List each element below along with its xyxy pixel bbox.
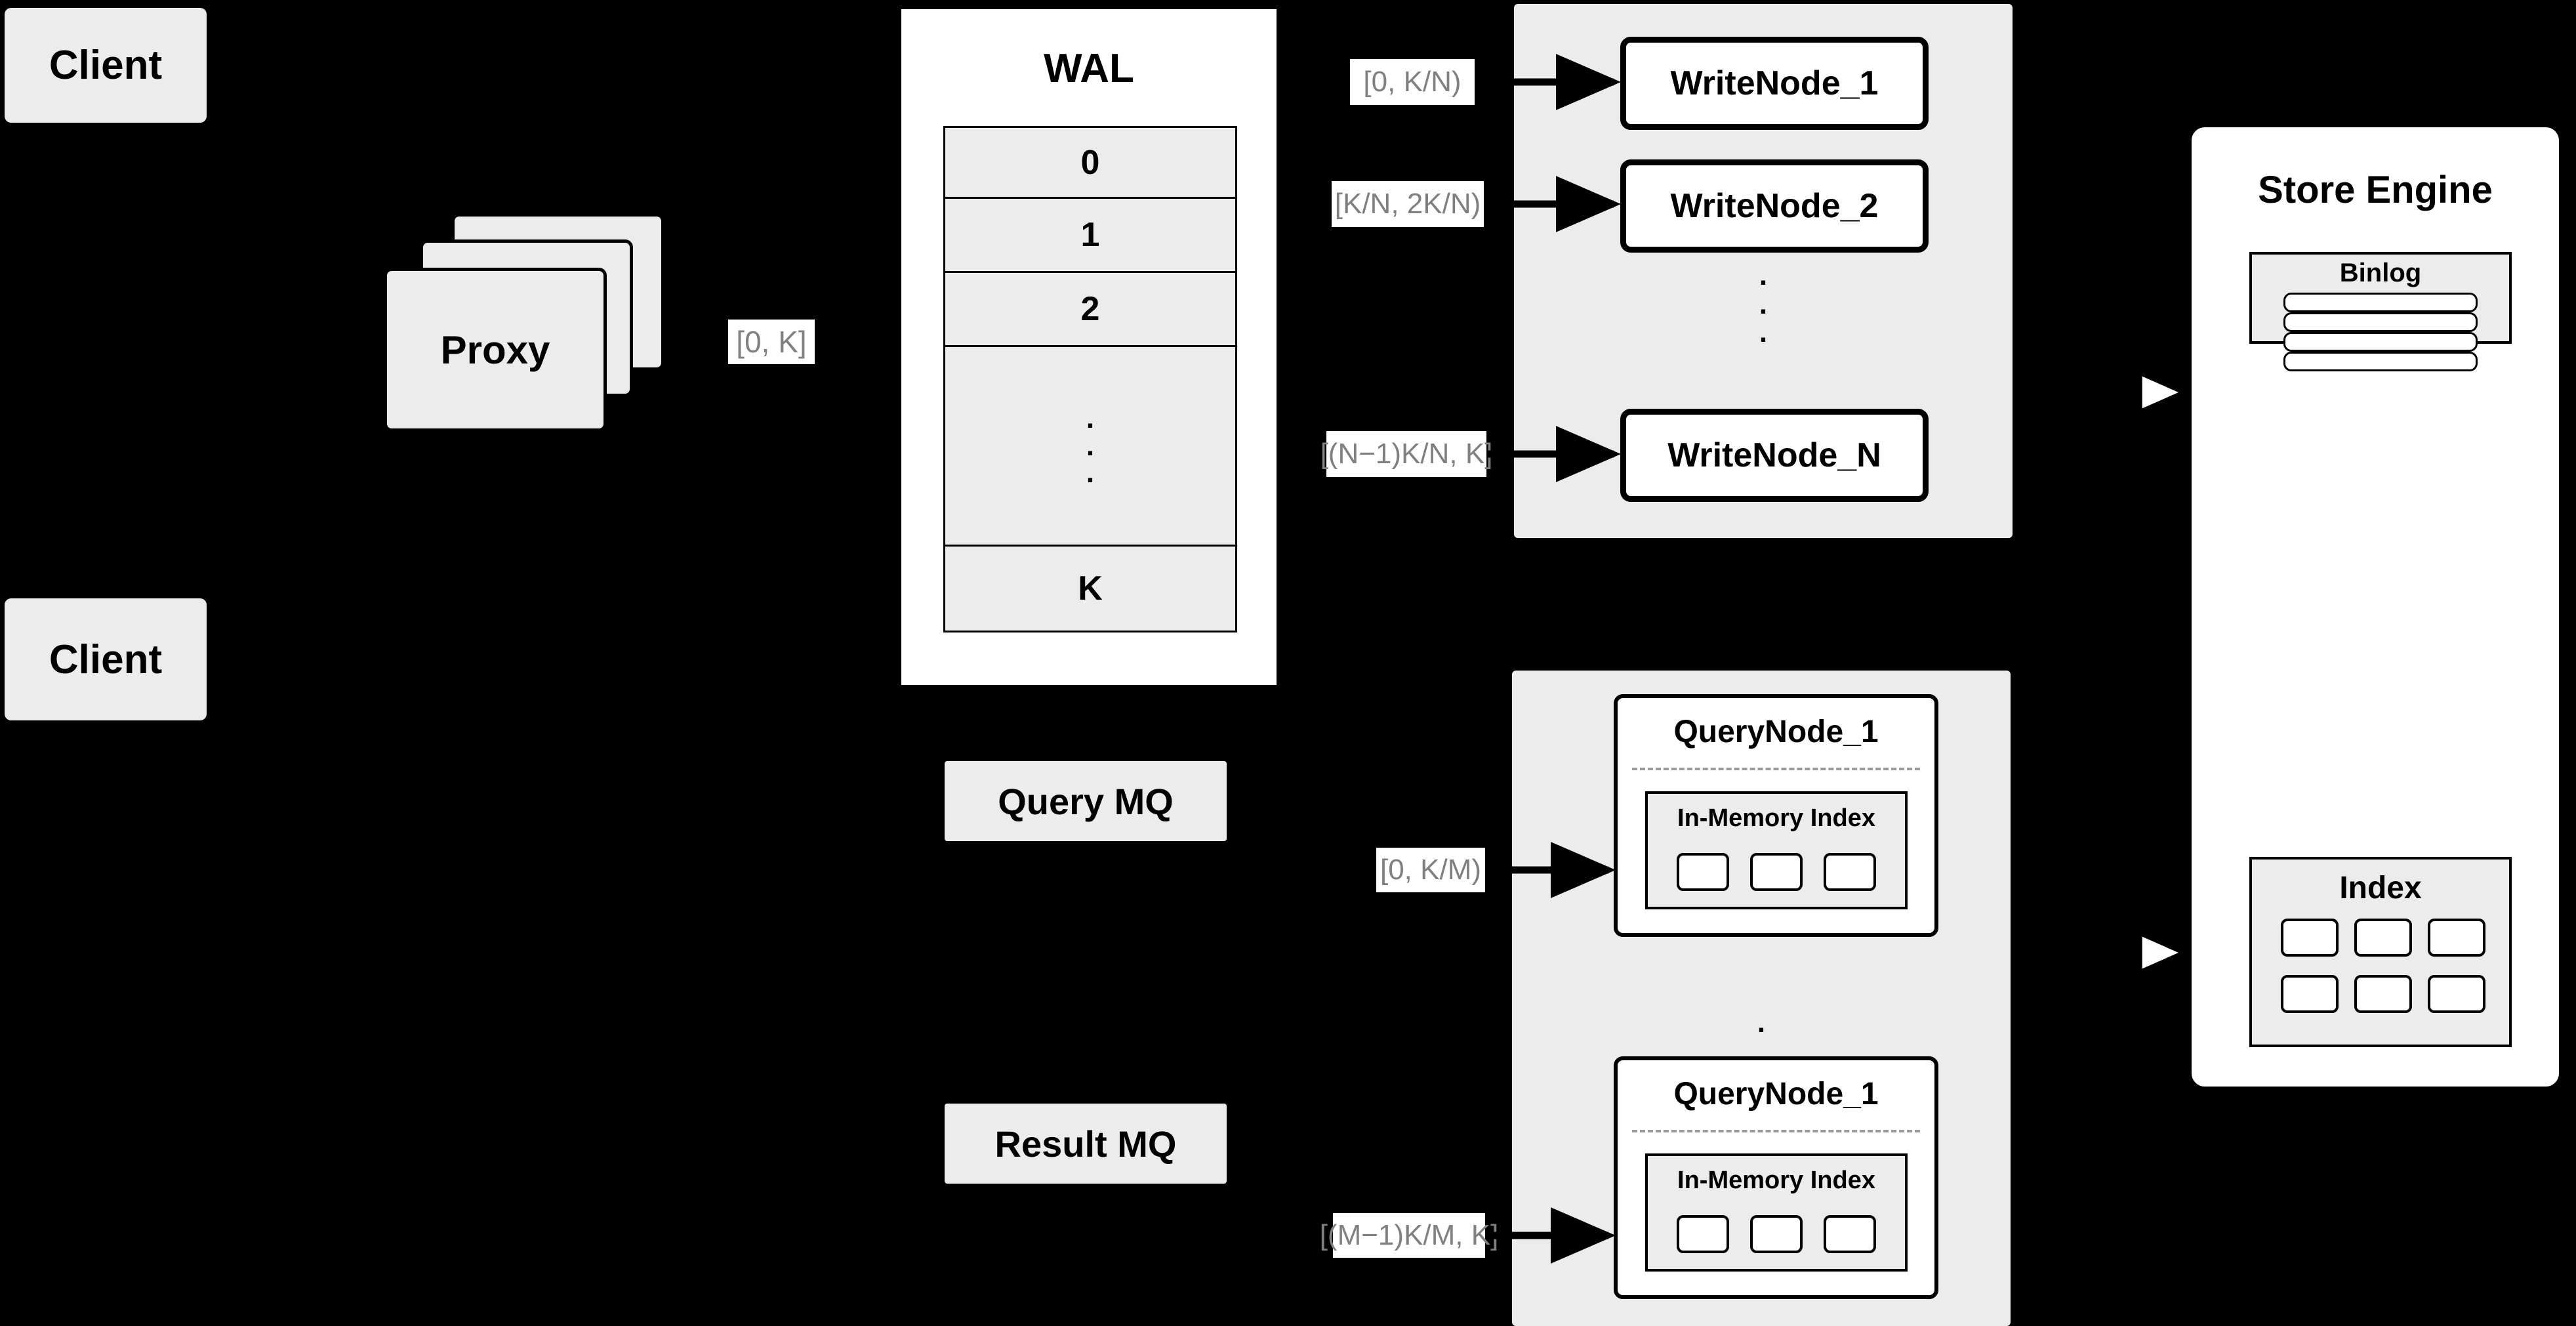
wal-panel: WAL 0 1 2 . . . K: [897, 5, 1280, 689]
wal-row[interactable]: 2: [945, 273, 1235, 347]
binlog-row[interactable]: [2283, 352, 2478, 371]
write-node-label: WriteNode_2: [1670, 187, 1879, 225]
wal-row[interactable]: K: [945, 547, 1235, 631]
query-node-label: QueryNode_1: [1673, 715, 1879, 749]
query-node-1[interactable]: QueryNode_1 In-Memory Index: [1614, 694, 1938, 937]
index-cell[interactable]: [2354, 919, 2412, 957]
write-node-2[interactable]: WriteNode_2: [1620, 159, 1929, 253]
proxy-card-front[interactable]: Proxy: [384, 268, 607, 432]
result-mq-box[interactable]: Result MQ: [945, 1104, 1227, 1184]
index-title: Index: [2339, 871, 2422, 905]
store-engine-panel: Store Engine Binlog Index: [2188, 123, 2563, 1090]
query-node-m[interactable]: QueryNode_1 In-Memory Index: [1614, 1056, 1938, 1299]
result-mq-label: Result MQ: [994, 1123, 1177, 1165]
query-node-divider: [1632, 768, 1920, 770]
binlog-row[interactable]: [2283, 332, 2478, 352]
proxy-label: Proxy: [440, 327, 550, 372]
range-label-write-node-2: [K/N, 2K/N): [1332, 181, 1484, 227]
index-chip[interactable]: [1677, 1215, 1729, 1253]
store-engine-title: Store Engine: [2258, 169, 2493, 211]
client-label: Client: [49, 636, 163, 682]
in-memory-index-box: In-Memory Index: [1645, 791, 1908, 909]
client-box-1[interactable]: Client: [5, 8, 207, 123]
index-chip[interactable]: [1677, 853, 1729, 891]
index-cell[interactable]: [2281, 919, 2339, 957]
write-node-1[interactable]: WriteNode_1: [1620, 37, 1929, 130]
range-label-proxy-to-wal: [0, K]: [728, 320, 815, 364]
binlog-row[interactable]: [2283, 312, 2478, 332]
write-node-label: WriteNode_1: [1670, 64, 1879, 102]
write-node-cluster: WriteNode_1 WriteNode_2 . . . WriteNode_…: [1514, 4, 2013, 538]
in-memory-index-box: In-Memory Index: [1645, 1153, 1908, 1272]
binlog-row[interactable]: [2283, 293, 2478, 312]
write-node-label: WriteNode_N: [1667, 436, 1881, 474]
wal-row[interactable]: 0: [945, 128, 1235, 199]
binlog-box: Binlog: [2249, 252, 2512, 371]
wal-table: 0 1 2 . . . K: [943, 126, 1237, 632]
wal-row-ellipsis: . . .: [945, 347, 1235, 547]
index-cell[interactable]: [2354, 975, 2412, 1013]
client-label: Client: [49, 43, 163, 88]
index-chip[interactable]: [1824, 853, 1876, 891]
query-node-label: QueryNode_1: [1673, 1077, 1879, 1111]
binlog-title: Binlog: [2339, 259, 2422, 287]
query-node-cluster: QueryNode_1 In-Memory Index . . . QueryN…: [1512, 671, 2011, 1326]
wal-row[interactable]: 1: [945, 199, 1235, 273]
client-box-2[interactable]: Client: [5, 598, 207, 720]
query-mq-label: Query MQ: [998, 780, 1174, 822]
in-memory-index-label: In-Memory Index: [1677, 1167, 1875, 1194]
query-node-divider: [1632, 1130, 1920, 1132]
in-memory-index-label: In-Memory Index: [1677, 804, 1875, 832]
index-cell[interactable]: [2428, 975, 2485, 1013]
index-box: Index: [2249, 857, 2512, 1047]
index-chip[interactable]: [1824, 1215, 1876, 1253]
index-cell[interactable]: [2281, 975, 2339, 1013]
write-node-n[interactable]: WriteNode_N: [1620, 409, 1929, 502]
index-cell[interactable]: [2428, 919, 2485, 957]
wal-title: WAL: [1044, 46, 1134, 91]
write-node-ellipsis: . . .: [1759, 259, 1768, 349]
index-chip[interactable]: [1750, 1215, 1803, 1253]
index-chip[interactable]: [1750, 853, 1803, 891]
query-mq-box[interactable]: Query MQ: [945, 761, 1227, 841]
range-label-query-node-1: [0, K/M): [1376, 848, 1485, 892]
range-label-write-node-1: [0, K/N): [1350, 59, 1475, 105]
range-label-query-node-m: [(M−1)K/M, K]: [1320, 1213, 1498, 1258]
range-label-write-node-n: [(N−1)K/N, K]: [1320, 431, 1492, 477]
